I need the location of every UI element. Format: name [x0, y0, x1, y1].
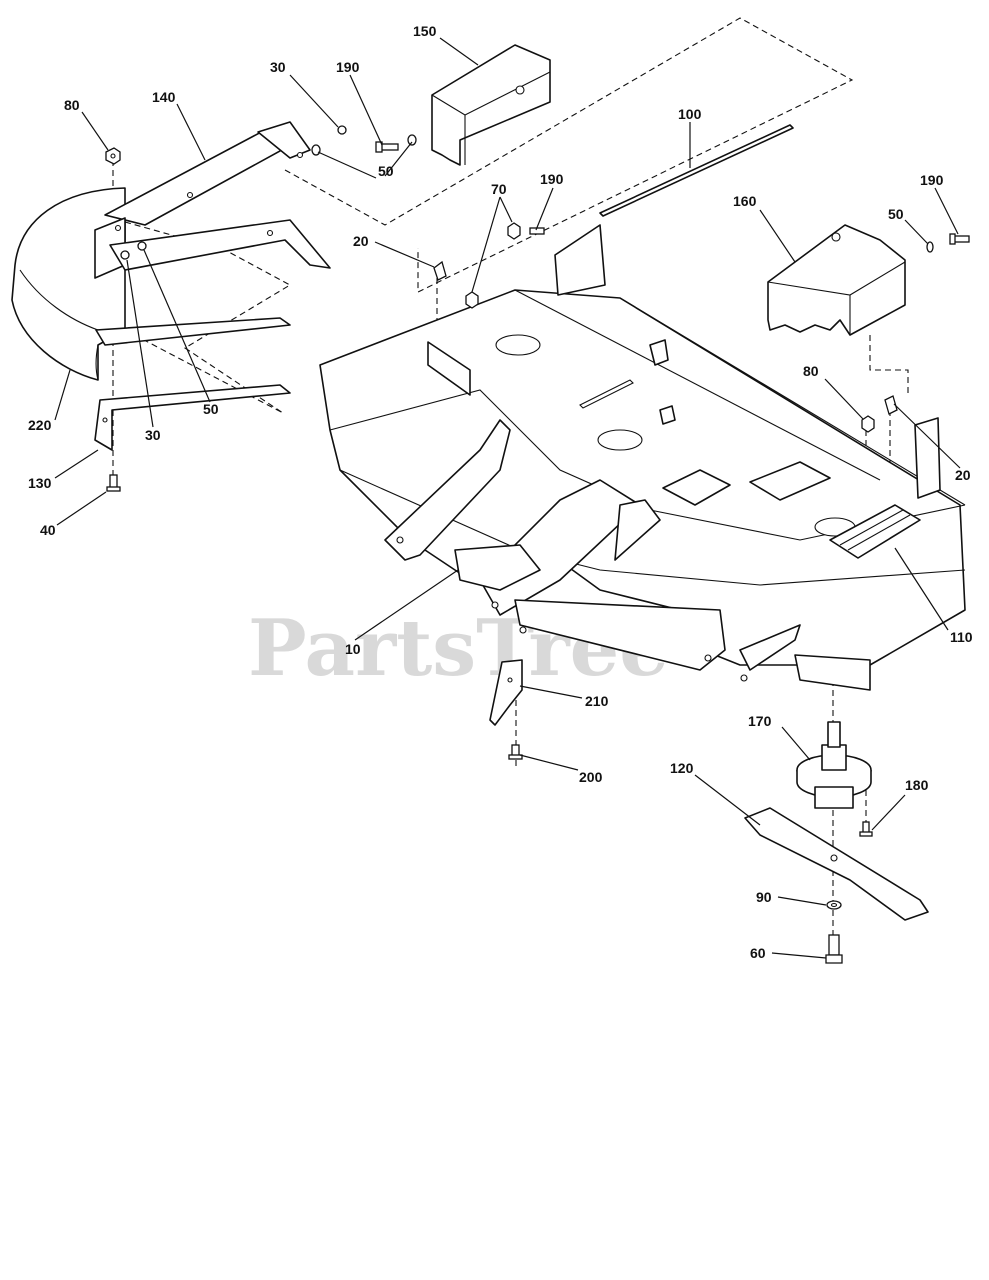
washer-90-icon [826, 900, 842, 910]
callout-190-mid: 190 [540, 171, 564, 187]
belt-cover-part-150 [431, 44, 551, 166]
nut-30-top-icon [337, 125, 347, 135]
callout-200: 200 [579, 769, 603, 785]
bolt-60-icon [825, 934, 843, 964]
callout-labels: 150 30 190 80 140 100 50 70 190 160 190 … [28, 23, 973, 961]
clip-20-right-icon [884, 395, 898, 415]
bolt-190-top-icon [375, 141, 399, 153]
callout-210: 210 [585, 693, 609, 709]
callout-80-left: 80 [64, 97, 80, 113]
small-bracket-part-210 [489, 659, 523, 726]
callout-180: 180 [905, 777, 929, 793]
bolt-190-right-icon [949, 233, 970, 245]
callout-140: 140 [152, 89, 176, 105]
washer-50-lower-icon [137, 241, 147, 251]
clip-20-left-icon [433, 260, 447, 281]
callout-150: 150 [413, 23, 437, 39]
nut-80-right-icon [861, 415, 875, 433]
washer-50-right-icon [926, 241, 934, 253]
mower-deck-part-10 [319, 224, 966, 691]
callout-90: 90 [756, 889, 772, 905]
spindle-part-170 [796, 721, 872, 809]
callout-30-top: 30 [270, 59, 286, 75]
callout-110: 110 [950, 629, 973, 645]
deck-shield-part-220 [11, 187, 126, 381]
callout-50-lower: 50 [203, 401, 219, 417]
callout-120: 120 [670, 760, 694, 776]
nut-30-lower-icon [120, 250, 130, 260]
washer-50-top-icon [407, 134, 417, 146]
callout-220: 220 [28, 417, 52, 433]
callout-20-right: 20 [955, 467, 971, 483]
nut-80-left-icon [105, 147, 121, 165]
rod-part-100 [599, 124, 794, 217]
leader-lines [54, 37, 961, 959]
callout-160: 160 [733, 193, 757, 209]
callout-100: 100 [678, 106, 702, 122]
callout-170: 170 [748, 713, 772, 729]
callout-50-right: 50 [888, 206, 904, 222]
callout-50-top: 50 [378, 163, 394, 179]
step-plate-part-110 [829, 504, 921, 559]
callout-190-right: 190 [920, 172, 944, 188]
callout-40: 40 [40, 522, 56, 538]
callout-80-right: 80 [803, 363, 819, 379]
callout-10: 10 [345, 641, 361, 657]
callout-60: 60 [750, 945, 766, 961]
nut-70-icon [507, 222, 521, 240]
blade-part-120 [744, 807, 929, 921]
nut-70-b-icon [465, 291, 479, 309]
callout-70: 70 [491, 181, 507, 197]
callout-190-top: 190 [336, 59, 360, 75]
callout-30-lower: 30 [145, 427, 161, 443]
callout-130: 130 [28, 475, 52, 491]
fasteners [105, 125, 970, 964]
bolt-200-icon [508, 744, 523, 760]
callout-20-left: 20 [353, 233, 369, 249]
bolt-40-icon [106, 474, 121, 492]
lower-bracket-part-130 [94, 384, 291, 451]
belt-cover-part-160 [767, 224, 906, 336]
bolt-180-icon [859, 821, 873, 837]
washer-50-mid-icon [311, 144, 321, 156]
mount-bracket-part-140 [94, 121, 331, 346]
